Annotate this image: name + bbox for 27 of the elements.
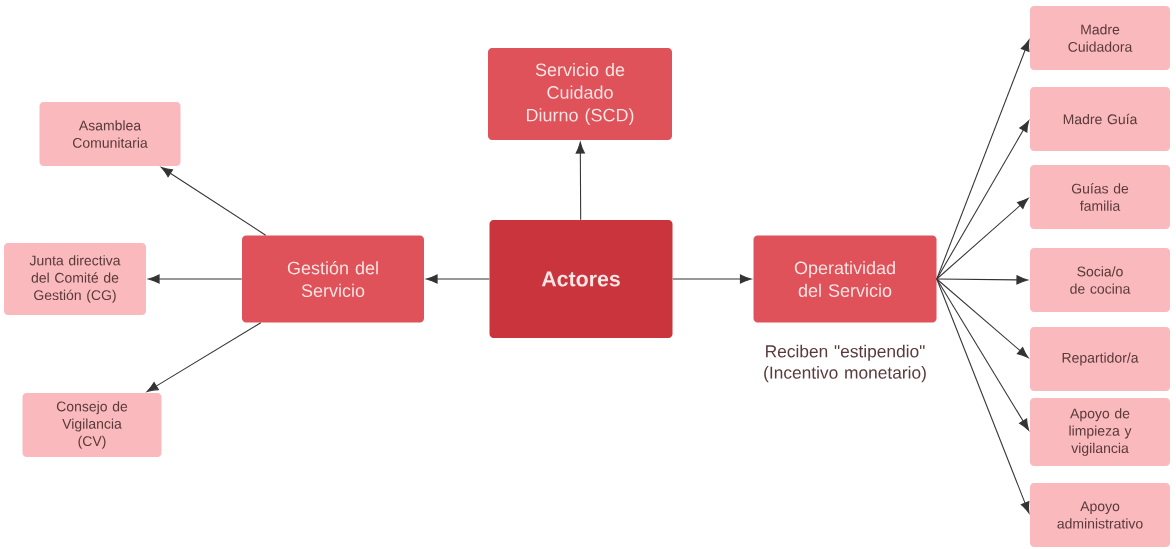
- annotation-text: Reciben "estipendio" (Incentivo monetario): [764, 344, 926, 383]
- arrow: [146, 322, 262, 393]
- arrow: [672, 274, 752, 284]
- arrow: [425, 274, 490, 284]
- role-box: Madre Cuidadora: [1030, 6, 1170, 70]
- arrow: [160, 166, 267, 236]
- role-box: Madre Guía: [1030, 87, 1170, 151]
- category-box: Servicio de Cuidado Diurno (SCD): [488, 48, 672, 140]
- category-box: Operatividad del Servicio: [753, 235, 937, 323]
- role-box: Asamblea Comunitaria: [39, 102, 181, 166]
- role-box: Socia/o de cocina: [1030, 248, 1170, 312]
- role-box: Junta directiva del Comité de Gestión (CG): [4, 243, 146, 315]
- arrow: [936, 278, 1029, 359]
- arrow: [936, 197, 1029, 280]
- arrow: [147, 274, 243, 284]
- role-box: Apoyo administrativo: [1030, 483, 1170, 547]
- actor-box: Actores: [489, 220, 673, 338]
- category-box: Gestión del Servicio: [242, 235, 424, 323]
- arrow: [936, 278, 1030, 514]
- arrow: [936, 275, 1029, 285]
- role-box: Apoyo de limpieza y vigilancia: [1030, 398, 1170, 466]
- arrow: [575, 141, 585, 221]
- arrow: [936, 120, 1030, 280]
- role-box: Repartidor/a: [1030, 327, 1170, 391]
- role-box: Guías de familia: [1030, 165, 1170, 229]
- arrow: [936, 278, 1030, 431]
- role-box: Consejo de Vigilancia (CV): [22, 393, 162, 457]
